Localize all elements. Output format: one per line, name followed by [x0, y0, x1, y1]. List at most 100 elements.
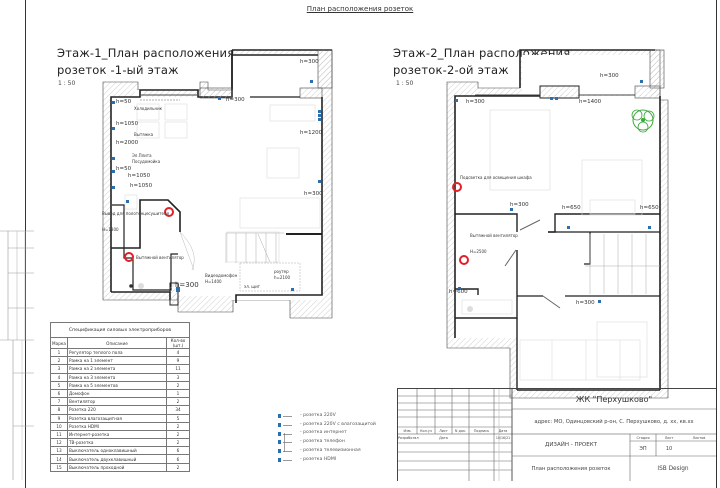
f2-h300-top: h=300: [600, 73, 619, 79]
spec-desc: Выключатель одноклавишный: [67, 446, 167, 456]
tb-sheets-label: Листов: [692, 435, 706, 440]
f1-router: роутер: [274, 269, 289, 274]
spec-qty: 2: [166, 429, 190, 440]
legend-item: - розетка 220V: [278, 412, 376, 421]
spec-mark: 10: [50, 421, 68, 431]
spec-qty: 3: [166, 372, 190, 382]
f1-h300-bath: h=300: [175, 281, 199, 289]
spec-desc: Выключатель двухклавишный: [67, 454, 167, 464]
tb-col-ndok: N док.: [454, 428, 467, 433]
spec-mark: 14: [50, 454, 68, 464]
spec-qty: 9: [166, 356, 190, 366]
spec-qty: 5: [166, 413, 190, 423]
f1-hood: Вытяжка: [134, 132, 154, 137]
tb-sheet-value: 10: [665, 445, 673, 452]
spec-mark: 4: [50, 372, 68, 382]
f1-fan: Вытяжной вентилятор: [136, 255, 184, 260]
spec-qty: 6: [166, 454, 190, 464]
f1-h300-right-top: h=300: [300, 59, 319, 65]
spec-mark: 13: [50, 446, 68, 456]
spec-mark: 15: [50, 462, 68, 472]
sheet-border: [25, 0, 717, 488]
spec-caption: Спецификация силовых электроприборов: [50, 322, 190, 338]
f1-elplita: Эл.Плита: [132, 153, 152, 158]
f1-h50b: h=50: [116, 166, 132, 172]
spec-header-desc: Описание: [67, 337, 167, 349]
f1-videophone: Видеодомофон: [205, 273, 238, 278]
f1-h1200: h=1200: [300, 130, 323, 136]
tb-sheet-label: Лист: [664, 435, 674, 440]
spec-mark: 1: [50, 347, 68, 358]
spec-qty: 34: [166, 405, 190, 415]
floor2-scale: 1 : 50: [396, 80, 414, 87]
socket-symbol-icon: [278, 422, 300, 428]
spec-desc: Вентилятор: [67, 397, 167, 407]
sheet-title: План расположения розеток: [306, 5, 414, 13]
tb-col-data: Дата: [498, 428, 508, 433]
tb-company: ISB Design: [657, 465, 689, 472]
spec-qty: 2: [166, 380, 190, 390]
spec-mark: 6: [50, 388, 68, 399]
spec-desc: Розетка влагозащитная: [67, 413, 167, 423]
fan-marker-icon: [124, 252, 134, 262]
floor1-title-line1: Этаж-1_План расположения: [57, 46, 235, 60]
spec-qty: 2: [166, 438, 190, 448]
spec-mark: 7: [50, 397, 68, 407]
tb-developer: Разработал: [398, 435, 419, 440]
f2-h600: h=600: [449, 289, 468, 295]
spec-table: Спецификация силовых электроприборов Мар…: [50, 322, 190, 472]
tb-drawing-name: План расположения розеток: [531, 465, 611, 472]
legend-item: - розетка 220V с влагозащитой: [278, 421, 376, 430]
spec-desc: Регулятор теплого пола: [67, 347, 167, 358]
f1-h1050a: h=1050: [116, 121, 139, 127]
socket-symbol-icon: [278, 457, 300, 463]
f2-h1400: h=1400: [579, 99, 602, 105]
f2-h650a: h=650: [562, 205, 581, 211]
f1-h300-top: h=300: [226, 97, 245, 103]
floor1-labels: h=50 Холодильник h=1050 Вытяжка h=2000 Э…: [102, 59, 323, 289]
floor2-plan: [446, 49, 669, 399]
legend-label: - розетка телефон: [300, 439, 345, 445]
spec-qty: 6: [166, 446, 190, 456]
f2-h300-left: h=300: [466, 99, 485, 105]
f1-videophone-h: H=1400: [205, 279, 222, 284]
tb-col-list: Лист: [439, 428, 448, 433]
f1-h300-right: h=300: [304, 191, 323, 197]
spec-qty: 2: [166, 421, 190, 431]
f1-h1050b: h=1050: [128, 173, 151, 179]
spec-header-qty: Кол-во (шт.): [166, 337, 190, 349]
f2-h300-bottom: h=300: [576, 300, 595, 306]
f1-floorheat: Вывод для полотенцесушителя: [102, 211, 170, 216]
spec-desc: Интернет-розетка: [67, 429, 167, 440]
fan-marker-icon: [452, 182, 462, 192]
spec-qty: 11: [166, 364, 190, 374]
floor1-scale: 1 : 50: [58, 80, 76, 87]
legend-label: - розетка 220V: [300, 413, 336, 418]
title-block-grid: [398, 389, 716, 481]
spec-mark: 5: [50, 380, 68, 390]
f1-h50a: h=50: [116, 99, 132, 105]
f1-dishwasher: Посудомойка: [132, 159, 161, 164]
floor2-sockets: [455, 80, 651, 303]
spec-qty: 2: [166, 397, 190, 407]
tb-col-koluch: Кол.уч: [420, 428, 432, 433]
f2-fan-h: H=2500: [470, 249, 487, 254]
spec-desc: Розетка 220: [67, 405, 167, 415]
spec-qty: 4: [166, 347, 190, 358]
floor2-labels: h=300 h=300 h=1400 Подсветка для освещен…: [449, 73, 659, 306]
socket-symbol-icon: [278, 439, 300, 445]
legend-label: - розетка интернет: [300, 430, 347, 436]
floor1-plan: [102, 49, 333, 319]
binding-strip: [0, 230, 34, 480]
floor2-title-line2: розеток-2-ой этаж: [393, 63, 509, 77]
